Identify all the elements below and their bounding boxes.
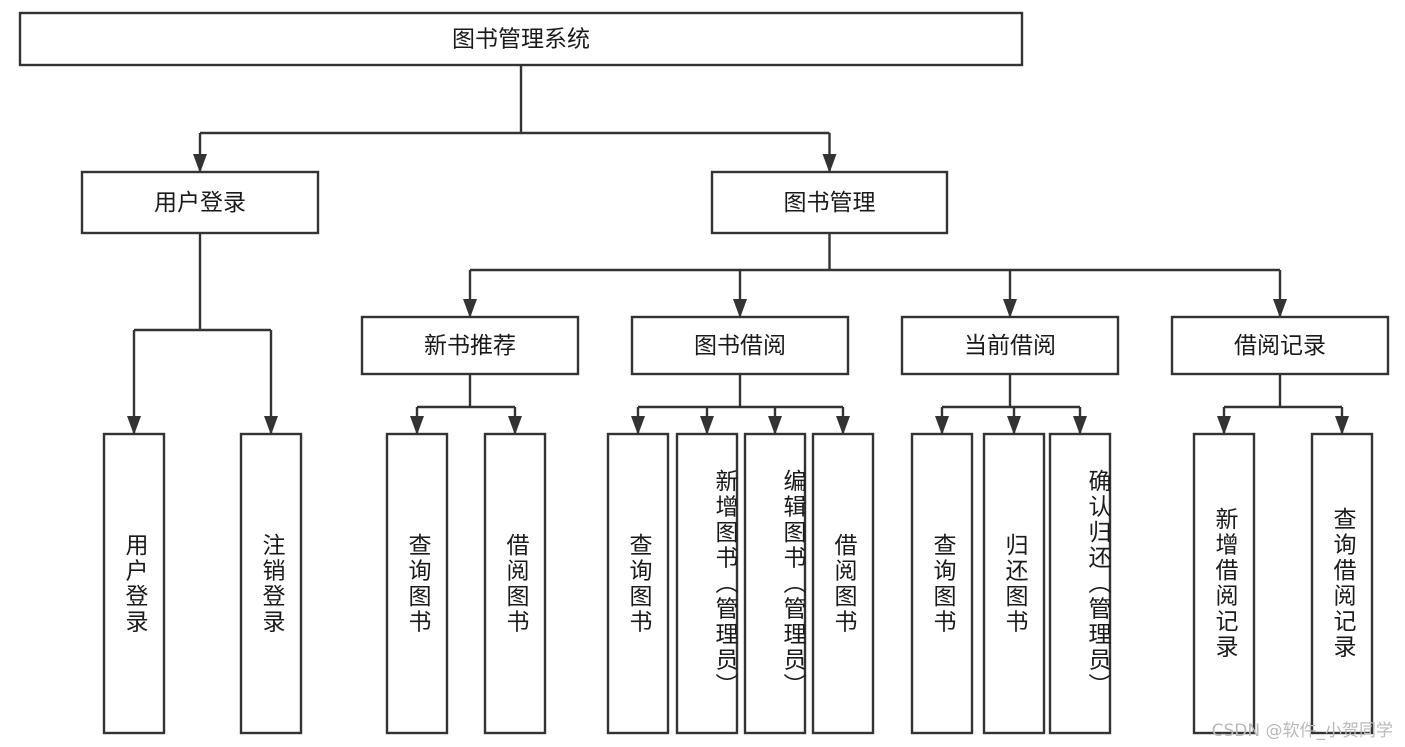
- node-book-manage-label: 图书管理: [784, 190, 876, 216]
- node-book-manage-box[interactable]: [710, 170, 949, 235]
- arrow-head: [836, 416, 850, 435]
- arrow-head: [1003, 299, 1017, 318]
- leaf-leaf-edit-book-box[interactable]: [743, 432, 807, 735]
- arrow-head: [1273, 299, 1287, 318]
- leaf-leaf-confirm-return-box[interactable]: [1048, 432, 1112, 735]
- node-root-box[interactable]: [18, 11, 1024, 67]
- arrow-head: [631, 416, 645, 435]
- arrow-head: [700, 416, 714, 435]
- csdn-watermark: CSDN @软件_小贺同学: [1211, 721, 1393, 741]
- arrow-head: [264, 416, 278, 435]
- leaf-leaf-query-book-cur-box[interactable]: [910, 432, 974, 735]
- node-user-login-label: 用户登录: [154, 190, 246, 216]
- connectors-layer: [127, 65, 1349, 435]
- node-new-book-rec-box[interactable]: [360, 315, 580, 376]
- leaf-leaf-user-logout-box[interactable]: [239, 432, 303, 735]
- leaf-leaf-query-book-rec-box[interactable]: [385, 432, 449, 735]
- node-user-login-box[interactable]: [80, 170, 320, 235]
- leaf-leaf-return-book-box[interactable]: [982, 432, 1046, 735]
- arrow-head: [463, 299, 477, 318]
- node-root-label: 图书管理系统: [452, 27, 590, 53]
- arrow-head: [508, 416, 522, 435]
- leaf-leaf-add-book-box[interactable]: [675, 432, 739, 735]
- node-new-book-rec-label: 新书推荐: [424, 333, 516, 359]
- arrow-head: [1335, 416, 1349, 435]
- node-boxes-layer: [18, 11, 1390, 735]
- node-borrow-record-box[interactable]: [1170, 315, 1390, 376]
- arrow-head: [1217, 416, 1231, 435]
- arrow-head: [768, 416, 782, 435]
- leaf-leaf-borrow-book-rec-box[interactable]: [483, 432, 547, 735]
- leaf-leaf-user-login-box[interactable]: [102, 432, 166, 735]
- arrow-head: [822, 154, 837, 173]
- arrow-head: [193, 154, 207, 173]
- arrow-head: [127, 416, 141, 435]
- node-current-borrow-box[interactable]: [900, 315, 1120, 376]
- leaf-leaf-add-record-box[interactable]: [1192, 432, 1256, 735]
- arrow-head: [935, 416, 949, 435]
- node-borrow-record-label: 借阅记录: [1234, 333, 1326, 359]
- node-book-borrow-label: 图书借阅: [694, 333, 786, 359]
- node-current-borrow-label: 当前借阅: [964, 333, 1056, 359]
- arrow-head: [1073, 416, 1087, 435]
- leaf-leaf-query-record-box[interactable]: [1310, 432, 1374, 735]
- node-book-borrow-box[interactable]: [630, 315, 850, 376]
- arrow-head: [733, 299, 747, 318]
- arrow-head: [1007, 416, 1021, 435]
- leaf-leaf-query-book-borrow-box[interactable]: [606, 432, 670, 735]
- arrow-head: [410, 416, 424, 435]
- leaf-leaf-borrow-book-box[interactable]: [811, 432, 875, 735]
